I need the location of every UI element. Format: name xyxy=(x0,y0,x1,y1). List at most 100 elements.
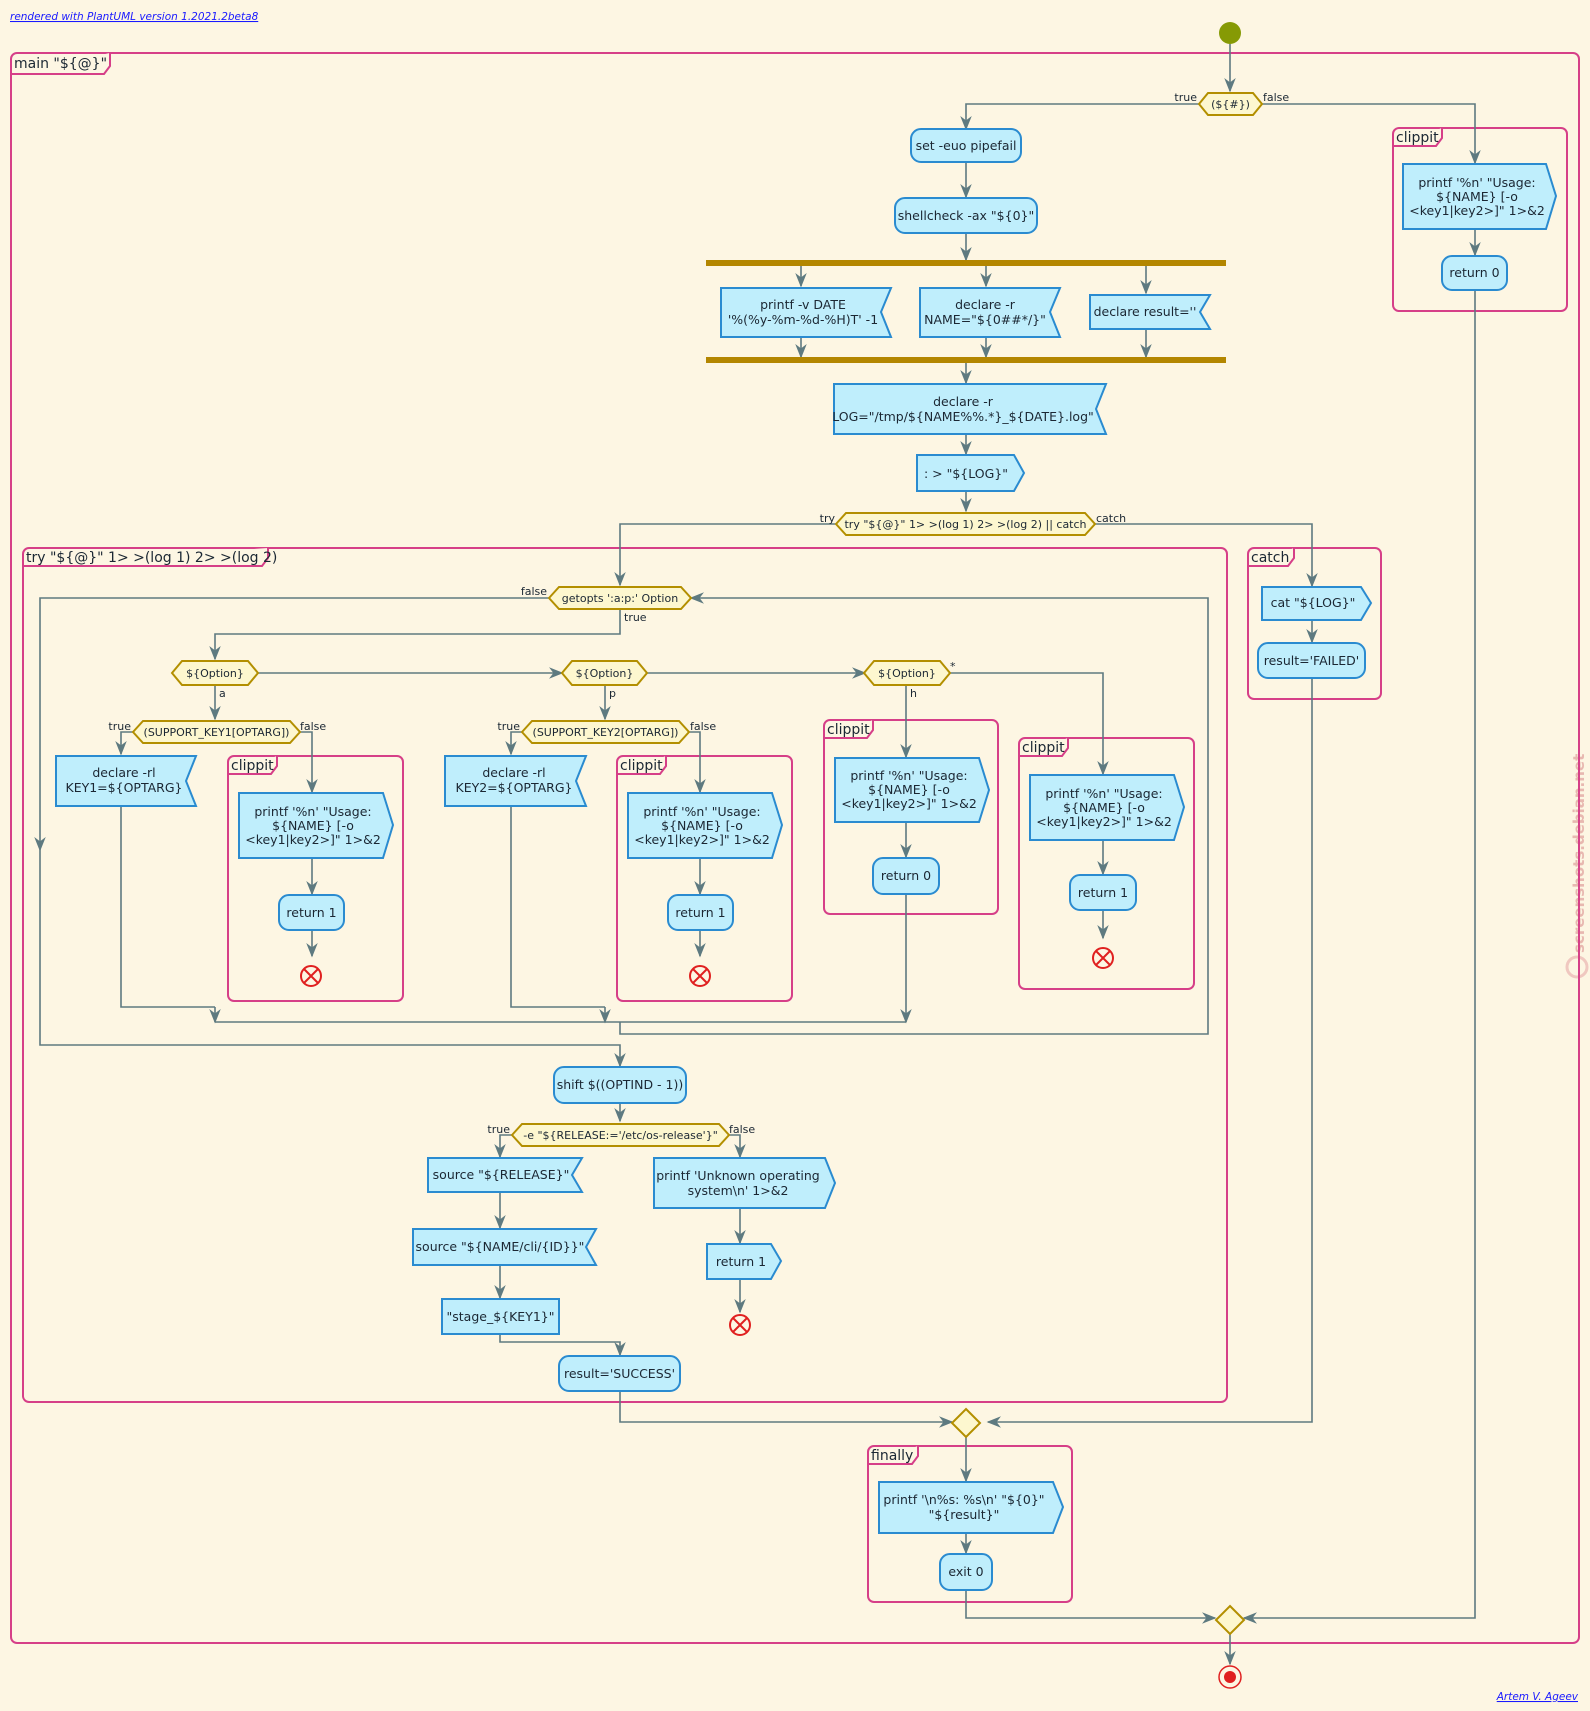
frame-clippit-h: clippit xyxy=(823,719,999,915)
activity-finally-printf: printf '\n%s: %s\n' "${0}" "${result}" xyxy=(878,1481,1065,1534)
svg-text:true: true xyxy=(497,720,520,733)
svg-text:: > "${LOG}": : > "${LOG}" xyxy=(924,466,1008,481)
activity-shift: shift $((OPTIND - 1)) xyxy=(553,1066,687,1104)
svg-text:catch: catch xyxy=(1096,512,1126,525)
svg-text:(SUPPORT_KEY2[OPTARG]): (SUPPORT_KEY2[OPTARG]) xyxy=(533,726,679,739)
svg-text:-e "${RELEASE:='/etc/os-releas: -e "${RELEASE:='/etc/os-release'}" xyxy=(523,1129,718,1142)
decision-getopts: getopts ':a:p:' Option xyxy=(547,586,693,610)
svg-text:<key1|key2>]" 1>&2: <key1|key2>]" 1>&2 xyxy=(634,832,770,847)
svg-text:true: true xyxy=(487,1123,510,1136)
activity-exit0: exit 0 xyxy=(939,1553,993,1591)
activity-printf-date: printf -v DATE '%(%y-%m-%d-%H)T' -1 xyxy=(720,287,893,338)
svg-text:false: false xyxy=(521,585,547,598)
svg-text:true: true xyxy=(108,720,131,733)
svg-text:set -euo pipefail: set -euo pipefail xyxy=(916,138,1017,153)
frame-clippit-p-label: clippit xyxy=(620,758,663,774)
svg-text:false: false xyxy=(300,720,326,733)
author-link[interactable]: Artem V. Ageev xyxy=(1496,1691,1579,1703)
activity-usage-h: printf '%n' "Usage: ${NAME} [-o <key1|ke… xyxy=(834,757,991,823)
frame-clippit-h-label: clippit xyxy=(827,722,870,738)
svg-text:<key1|key2>]" 1>&2: <key1|key2>]" 1>&2 xyxy=(1409,203,1545,218)
activity-usage-star: printf '%n' "Usage: ${NAME} [-o <key1|ke… xyxy=(1029,774,1186,841)
svg-text:printf '%n' "Usage:: printf '%n' "Usage: xyxy=(643,804,760,819)
activity-shellcheck: shellcheck -ax "${0}" xyxy=(894,197,1038,234)
svg-text:true: true xyxy=(1174,91,1197,104)
svg-text:return 1: return 1 xyxy=(286,905,336,920)
stop-node xyxy=(1218,1665,1242,1689)
svg-text:shellcheck -ax "${0}": shellcheck -ax "${0}" xyxy=(898,208,1035,223)
svg-text:exit 0: exit 0 xyxy=(948,1564,983,1579)
svg-text:${Option}: ${Option} xyxy=(576,667,634,680)
activity-declare-key2: declare -rl KEY2=${OPTARG} xyxy=(444,755,588,807)
frame-clippit-star-label: clippit xyxy=(1022,740,1065,756)
svg-text:printf '%n' "Usage:: printf '%n' "Usage: xyxy=(850,768,967,783)
svg-text:KEY1=${OPTARG}: KEY1=${OPTARG} xyxy=(66,780,183,795)
svg-text:(SUPPORT_KEY1[OPTARG]): (SUPPORT_KEY1[OPTARG]) xyxy=(144,726,290,739)
activity-return1-os: return 1 xyxy=(706,1243,783,1280)
svg-text:${NAME} [-o: ${NAME} [-o xyxy=(272,818,354,833)
svg-text:"${result}": "${result}" xyxy=(929,1507,1000,1522)
svg-text:${NAME} [-o: ${NAME} [-o xyxy=(661,818,743,833)
frame-main-label: main "${@}" xyxy=(14,56,107,72)
svg-text:false: false xyxy=(729,1123,755,1136)
merge-diamond-try xyxy=(950,1407,982,1439)
activity-source-cli: source "${NAME/cli/{ID}}" xyxy=(412,1228,598,1266)
activity-set-pipefail: set -euo pipefail xyxy=(910,128,1022,163)
activity-result-success: result='SUCCESS' xyxy=(558,1355,681,1392)
watermark: screenshots.debian.net xyxy=(1565,754,1589,979)
svg-text:KEY2=${OPTARG}: KEY2=${OPTARG} xyxy=(456,780,573,795)
svg-text:declare -r: declare -r xyxy=(955,297,1016,312)
svg-text:${NAME} [-o: ${NAME} [-o xyxy=(1436,189,1518,204)
activity-return0-h: return 0 xyxy=(872,857,940,895)
activity-usage-p: printf '%n' "Usage: ${NAME} [-o <key1|ke… xyxy=(627,792,784,859)
svg-text:true: true xyxy=(624,611,647,624)
svg-text:${Option}: ${Option} xyxy=(878,667,936,680)
start-node xyxy=(1219,22,1241,44)
activity-source-release: source "${RELEASE}" xyxy=(427,1157,584,1193)
frame-clippit-usage-label: clippit xyxy=(1396,130,1439,146)
svg-text:cat "${LOG}": cat "${LOG}" xyxy=(1271,595,1356,610)
plantuml-version-link[interactable]: rendered with PlantUML version 1.2021.2b… xyxy=(10,11,259,23)
frame-clippit-a: clippit xyxy=(227,755,404,1002)
svg-text:"stage_${KEY1}": "stage_${KEY1}" xyxy=(447,1309,555,1324)
frame-clippit-star: clippit xyxy=(1018,737,1195,990)
frame-clippit-usage: clippit xyxy=(1392,127,1568,312)
frame-try-label: try "${@}" 1> >(log 1) 2> >(log 2) xyxy=(26,550,277,566)
activity-declare-name: declare -r NAME="${0##*/}" xyxy=(919,287,1062,338)
frame-finally: finally xyxy=(867,1445,1073,1603)
svg-text:<key1|key2>]" 1>&2: <key1|key2>]" 1>&2 xyxy=(841,796,977,811)
svg-text:${NAME} [-o: ${NAME} [-o xyxy=(868,782,950,797)
svg-text:source "${NAME/cli/{ID}}": source "${NAME/cli/{ID}}" xyxy=(416,1239,585,1254)
svg-text:p: p xyxy=(609,687,616,700)
svg-text:*: * xyxy=(950,660,956,673)
svg-text:try "${@}" 1> >(log 1) 2> >(lo: try "${@}" 1> >(log 1) 2> >(log 2) || ca… xyxy=(844,518,1086,531)
end-icon-star xyxy=(1092,947,1114,969)
svg-text:${Option}: ${Option} xyxy=(186,667,244,680)
activity-stage: "stage_${KEY1}" xyxy=(441,1298,560,1335)
svg-text:<key1|key2>]" 1>&2: <key1|key2>]" 1>&2 xyxy=(245,832,381,847)
svg-text:declare -rl: declare -rl xyxy=(92,765,155,780)
activity-declare-log: declare -r LOG="/tmp/${NAME%%.*}_${DATE}… xyxy=(832,383,1108,435)
activity-touch-log: : > "${LOG}" xyxy=(916,454,1026,492)
merge-diamond-end xyxy=(1214,1604,1246,1636)
svg-text:system\n' 1>&2: system\n' 1>&2 xyxy=(688,1183,789,1198)
svg-text:declare -r: declare -r xyxy=(933,394,994,409)
activity-declare-key1: declare -rl KEY1=${OPTARG} xyxy=(55,755,198,807)
svg-text:result='SUCCESS': result='SUCCESS' xyxy=(564,1366,675,1381)
activity-usage-a: printf '%n' "Usage: ${NAME} [-o <key1|ke… xyxy=(238,792,395,859)
end-icon-a xyxy=(300,965,322,987)
svg-text:h: h xyxy=(910,687,917,700)
frame-finally-label: finally xyxy=(871,1448,913,1464)
activity-usage-main: printf '%n' "Usage: ${NAME} [-o <key1|ke… xyxy=(1402,163,1558,230)
frame-main: main "${@}" xyxy=(10,52,1580,1644)
svg-text:printf -v DATE: printf -v DATE xyxy=(760,297,846,312)
decision-release: -e "${RELEASE:='/etc/os-release'}" xyxy=(510,1123,731,1147)
end-icon-os xyxy=(729,1314,751,1336)
svg-text:(${#}): (${#}) xyxy=(1211,98,1250,111)
decision-support-key2: (SUPPORT_KEY2[OPTARG]) xyxy=(520,720,691,744)
decision-support-key1: (SUPPORT_KEY1[OPTARG]) xyxy=(131,720,302,744)
svg-text:declare -rl: declare -rl xyxy=(482,765,545,780)
branch-labels: true false try catch false true a p h * … xyxy=(108,91,1289,1136)
frame-catch: catch xyxy=(1247,547,1382,700)
